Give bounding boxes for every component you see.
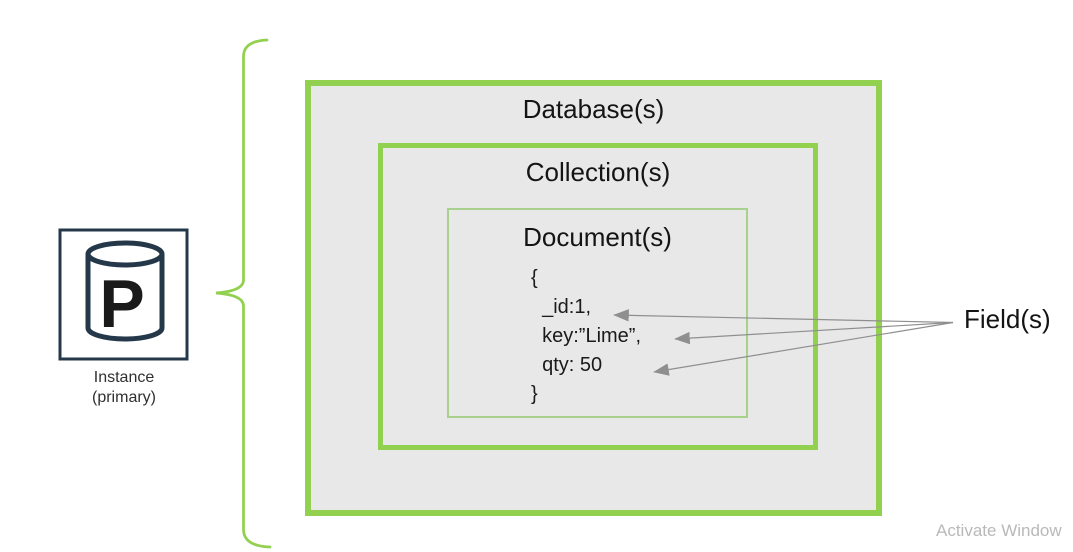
- instance-primary-group: P Instance (primary): [58, 228, 190, 414]
- activate-windows-watermark: Activate Window: [936, 521, 1062, 540]
- code-line-key-field: key:”Lime”,: [531, 325, 642, 347]
- primary-letter: P: [99, 266, 144, 342]
- fields-label: Field(s): [964, 304, 1051, 334]
- database-cylinder-icon: P: [58, 228, 189, 361]
- cylinder-body: [85, 254, 165, 342]
- code-line-qty-field: qty: 50: [531, 354, 603, 376]
- curly-brace: [215, 38, 272, 549]
- document-title: Document(s): [523, 222, 672, 252]
- database-title: Database(s): [522, 94, 665, 124]
- database-box: Database(s) Collection(s) Document(s) { …: [305, 80, 882, 516]
- code-line-id-field: _id:1,: [531, 296, 592, 318]
- instance-label-line1: Instance: [93, 369, 155, 386]
- code-line-close-brace: }: [531, 383, 538, 405]
- collection-box: Collection(s) Document(s) { _id:1, key:”…: [378, 143, 818, 450]
- document-json-code: { _id:1, key:”Lime”, qty: 50 }: [531, 264, 641, 409]
- instance-label: Instance (primary): [46, 368, 202, 408]
- instance-label-line2: (primary): [92, 389, 156, 406]
- document-box: Document(s) { _id:1, key:”Lime”, qty: 50…: [447, 208, 748, 418]
- code-line-open-brace: {: [531, 267, 538, 289]
- collection-title: Collection(s): [525, 157, 671, 187]
